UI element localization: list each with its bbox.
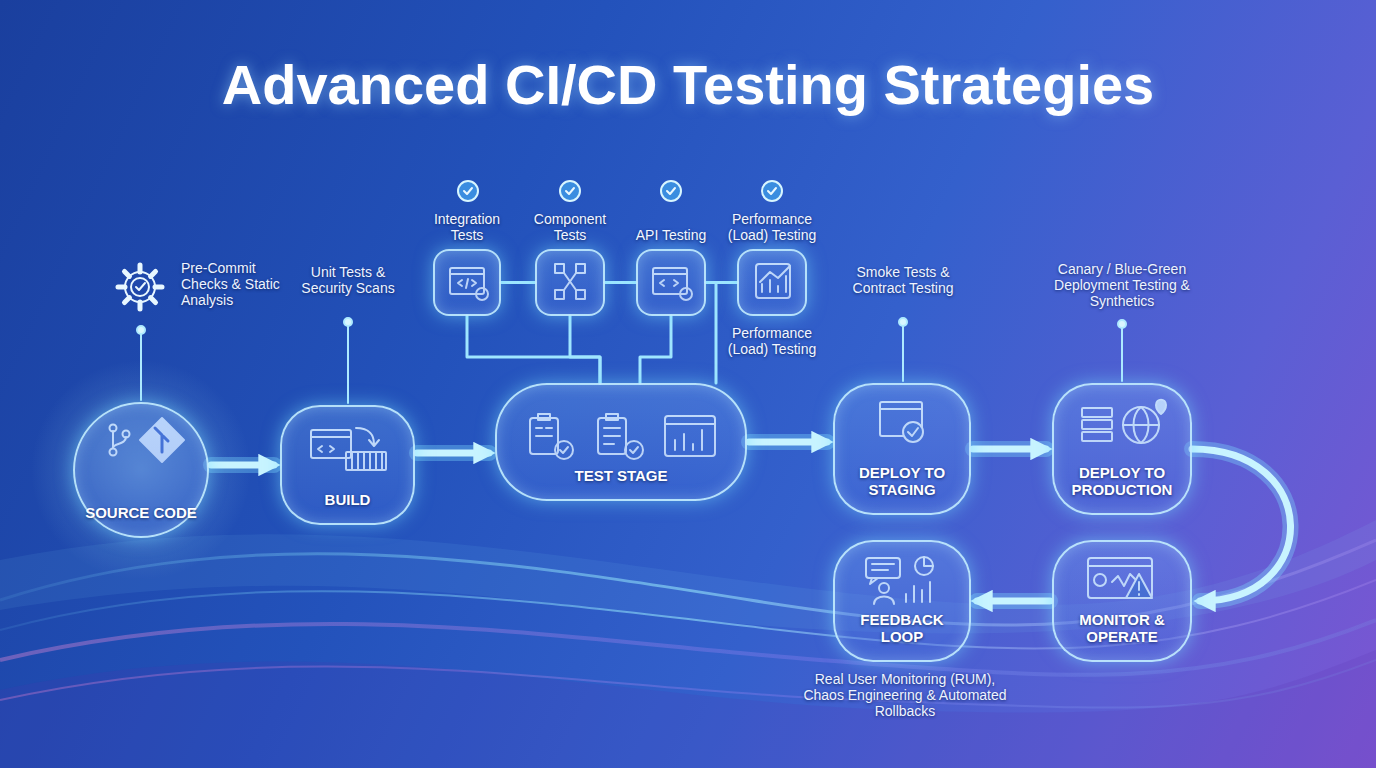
callout-label: Real User Monitoring (RUM), Chaos Engine… bbox=[795, 671, 1015, 719]
leader-dot bbox=[899, 318, 907, 326]
test-type-label: Integration Tests bbox=[422, 211, 512, 243]
node-label: DEPLOY TO STAGING bbox=[846, 465, 958, 513]
test-type-box: API Testing bbox=[636, 249, 706, 316]
callout-label: Smoke Tests & Contract Testing bbox=[841, 264, 965, 296]
flow-arrow bbox=[749, 439, 827, 446]
test-stage-box: TEST STAGE bbox=[495, 383, 747, 501]
flow-arrow bbox=[1192, 449, 1291, 601]
test-type-box: Performance (Load) TestingPerformance (L… bbox=[737, 249, 807, 316]
connector-glow bbox=[973, 441, 1046, 457]
leader-line bbox=[140, 333, 142, 400]
stage-box: DEPLOY TO PRODUCTION bbox=[1052, 383, 1192, 515]
connector-glow bbox=[977, 593, 1050, 609]
check-badges bbox=[458, 181, 782, 201]
leader-line bbox=[902, 325, 904, 381]
link-line bbox=[605, 281, 636, 284]
leader-dot bbox=[1118, 320, 1126, 328]
test-type-label: Performance (Load) Testing bbox=[720, 325, 824, 357]
connector-glow bbox=[417, 445, 489, 461]
node-label: TEST STAGE bbox=[574, 468, 667, 499]
node-label: FEEDBACK LOOP bbox=[846, 612, 958, 660]
node-label: BUILD bbox=[325, 492, 371, 523]
callout-label: Canary / Blue-Green Deployment Testing &… bbox=[1046, 261, 1198, 309]
callout-label: Unit Tests & Security Scans bbox=[292, 264, 404, 296]
leader-line bbox=[347, 325, 349, 403]
leader-dot bbox=[137, 326, 145, 334]
test-type-label: API Testing bbox=[631, 227, 711, 243]
node-label: DEPLOY TO PRODUCTION bbox=[1066, 465, 1178, 513]
connector-glow bbox=[1192, 449, 1291, 601]
source-circle: SOURCE CODE bbox=[73, 402, 209, 538]
stage-box: BUILD bbox=[280, 405, 415, 525]
connector-glow bbox=[749, 434, 827, 450]
link-line bbox=[570, 316, 600, 383]
link-line bbox=[640, 316, 671, 383]
gear-icon bbox=[118, 265, 162, 309]
stage-box: DEPLOY TO STAGING bbox=[833, 383, 971, 515]
test-type-label: Component Tests bbox=[524, 211, 616, 243]
leader-dot bbox=[344, 318, 352, 326]
link-line bbox=[501, 281, 535, 284]
stage-box: MONITOR & OPERATE bbox=[1052, 540, 1192, 662]
node-label: SOURCE CODE bbox=[85, 505, 197, 536]
connector-glow bbox=[211, 457, 274, 473]
stage-box: FEEDBACK LOOP bbox=[833, 540, 971, 662]
flow-arrow bbox=[417, 450, 489, 457]
flow-arrow bbox=[211, 462, 274, 469]
node-label: MONITOR & OPERATE bbox=[1066, 612, 1178, 660]
test-type-box: Integration Tests bbox=[433, 249, 501, 316]
callout-label: Pre-Commit Checks & Static Analysis bbox=[181, 260, 289, 308]
test-type-box: Component Tests bbox=[535, 249, 605, 316]
leader-line bbox=[1121, 327, 1123, 381]
flow-arrow bbox=[973, 446, 1046, 453]
wave-band bbox=[0, 650, 1376, 768]
flow-arrow bbox=[977, 598, 1050, 605]
diagram-title: Advanced CI/CD Testing Strategies bbox=[0, 52, 1376, 117]
test-type-label: Performance (Load) Testing bbox=[720, 211, 824, 243]
link-line bbox=[467, 316, 600, 383]
